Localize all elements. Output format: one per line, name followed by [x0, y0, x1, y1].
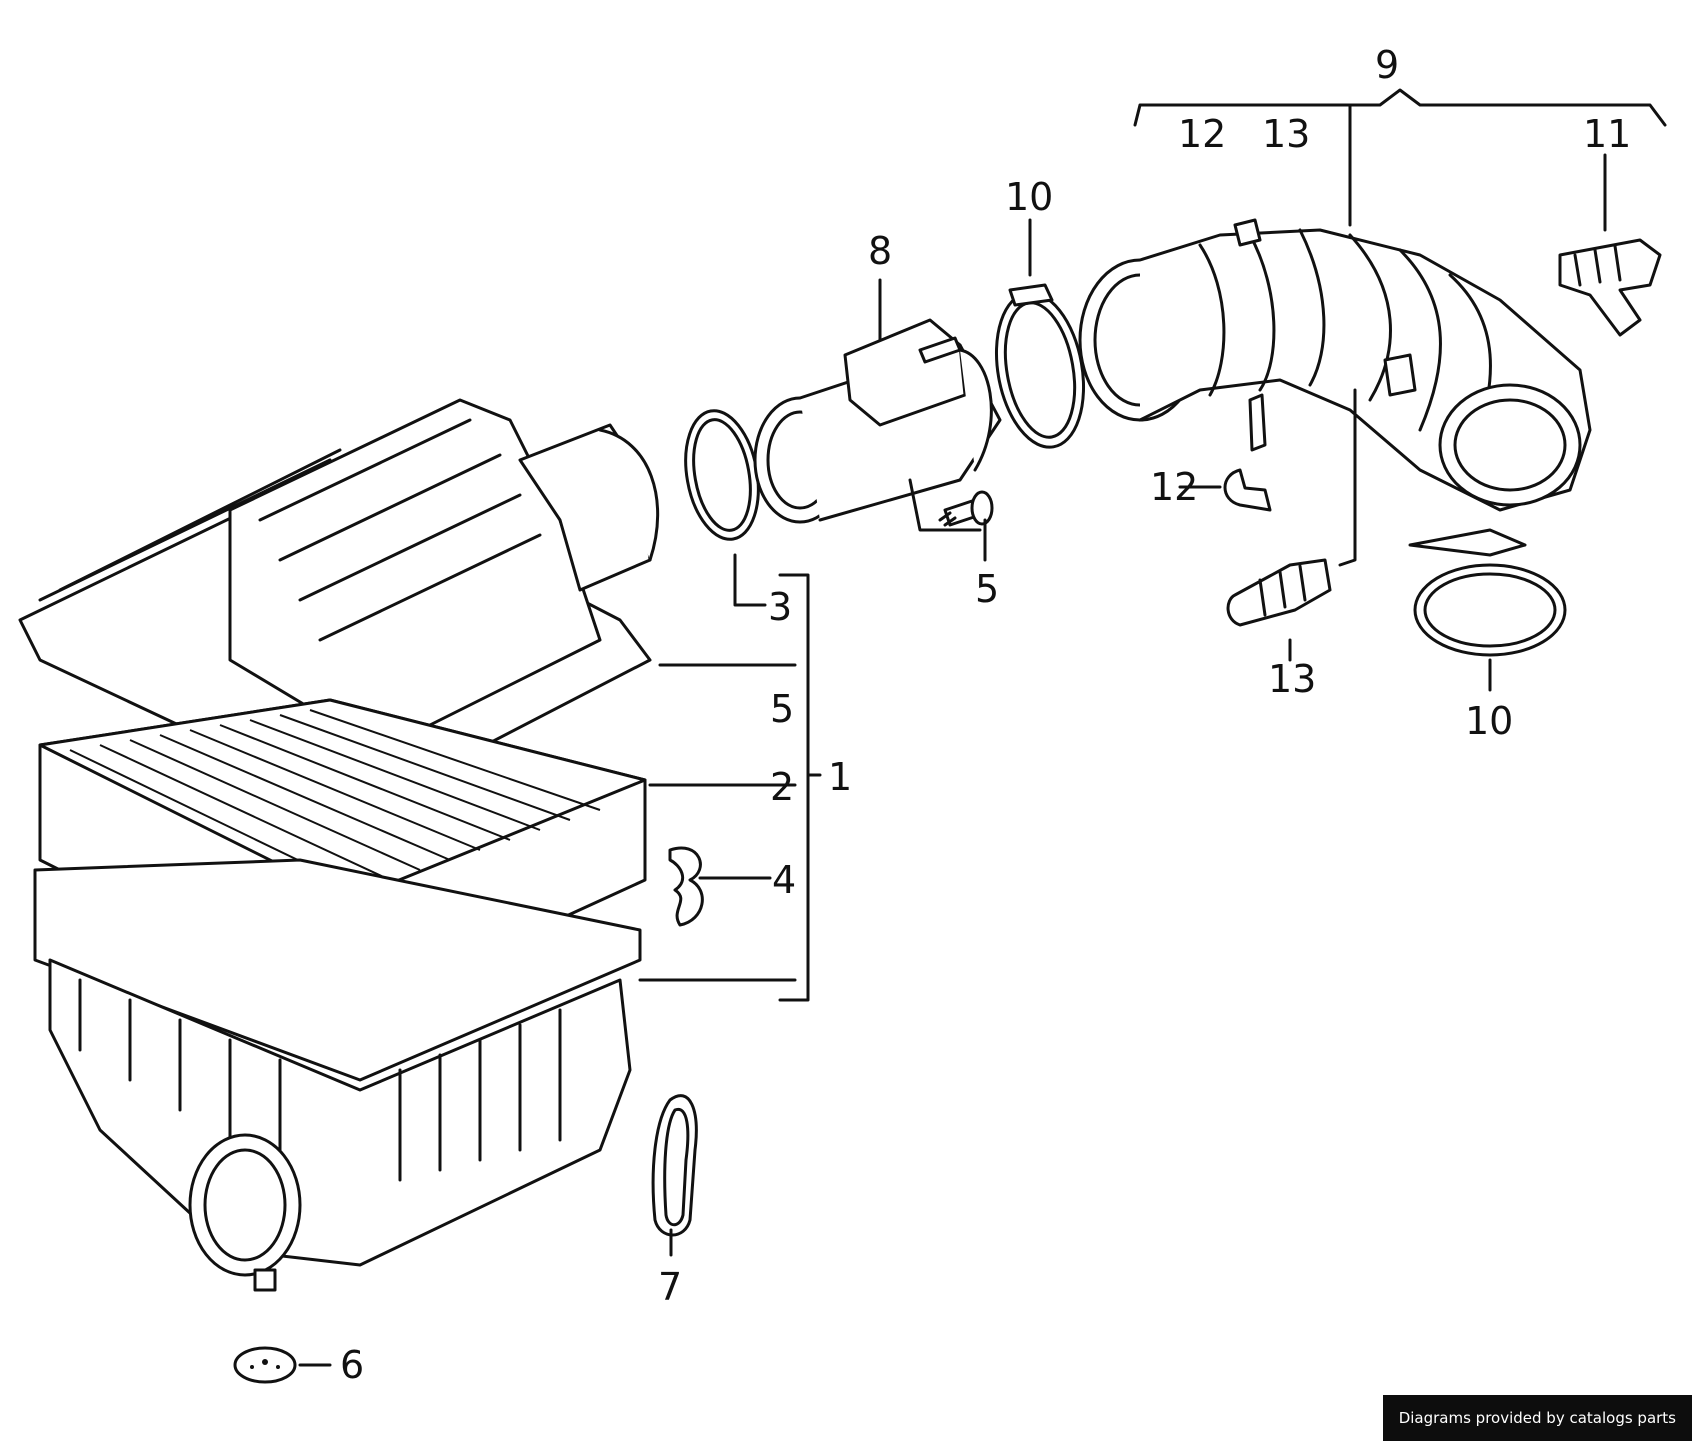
seal-part[interactable] [651, 1094, 698, 1237]
air-filter-lower-housing[interactable] [33, 858, 642, 1292]
callout-4: 4 [772, 858, 796, 902]
callout-9: 9 [1375, 43, 1399, 87]
callout-12-mid: 12 [1150, 465, 1198, 509]
callout-10-lower: 10 [1465, 699, 1513, 743]
screw-part[interactable] [938, 490, 994, 527]
hose-clamp-lower[interactable] [1408, 528, 1567, 657]
callout-5-screw: 5 [975, 567, 999, 611]
callout-labels: 1 2 3 4 5 5 6 7 8 9 10 10 11 12 12 13 13 [340, 43, 1631, 1387]
hose-connector[interactable] [1558, 238, 1662, 337]
callout-1: 1 [828, 755, 852, 799]
hose-clamp-upper[interactable] [985, 283, 1095, 454]
callout-6: 6 [340, 1343, 364, 1387]
leader-lines [298, 88, 1667, 1367]
callout-5-housing: 5 [770, 687, 794, 731]
callout-13-low: 13 [1268, 657, 1316, 701]
hose-clip[interactable] [1223, 393, 1272, 512]
callout-10-upper: 10 [1005, 175, 1053, 219]
intake-hose[interactable] [1078, 218, 1592, 512]
callout-13-top: 13 [1262, 112, 1310, 156]
callout-3: 3 [768, 585, 792, 629]
callout-11: 11 [1583, 112, 1631, 156]
hose-nipple[interactable] [1226, 558, 1332, 627]
clip-part[interactable] [668, 846, 704, 927]
o-ring-part[interactable] [676, 405, 768, 545]
callout-8: 8 [868, 229, 892, 273]
credit-badge: Diagrams provided by catalogs parts [1382, 1395, 1692, 1441]
callout-7: 7 [658, 1265, 682, 1309]
grommet-part[interactable] [233, 1346, 297, 1384]
callout-12-top: 12 [1178, 112, 1226, 156]
callout-2: 2 [770, 765, 794, 809]
air-mass-meter[interactable] [753, 318, 1002, 524]
air-filter-upper-cover[interactable] [18, 398, 660, 812]
